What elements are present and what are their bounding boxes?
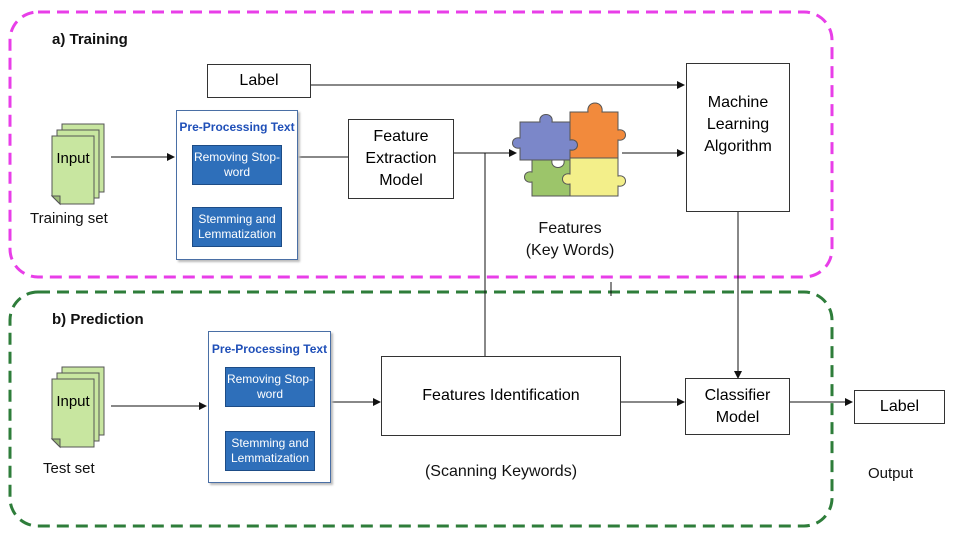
features-caption-line1: Features xyxy=(538,220,602,237)
prediction-preprocess-title: Pre-Processing Text xyxy=(211,342,328,356)
features-caption-line2: (Key Words) xyxy=(525,242,615,259)
output-label-box: Label xyxy=(854,390,945,424)
test-set-caption: Test set xyxy=(43,460,95,477)
scanning-keywords-caption: (Scanning Keywords) xyxy=(424,463,578,480)
training-section-title: a) Training xyxy=(52,31,128,48)
prediction-stemming-step: Stemming and Lemmatization xyxy=(225,431,315,471)
puzzle-features-icon xyxy=(512,102,626,197)
classifier-line1: Classifier xyxy=(704,386,771,404)
classifier-model-box: Classifier Model xyxy=(685,378,790,435)
training-stemming-step: Stemming and Lemmatization xyxy=(192,207,282,247)
ml-algorithm-line2: Learning xyxy=(706,116,770,133)
feature-extraction-line3: Model xyxy=(379,172,423,189)
features-identification-box: Features Identification xyxy=(381,356,621,436)
training-section-frame xyxy=(8,10,834,279)
training-remove-stopword-step: Removing Stop-word xyxy=(192,145,282,185)
prediction-preprocess-panel: Pre-Processing Text Removing Stop-word S… xyxy=(208,331,331,483)
prediction-input-doc-label: Input xyxy=(56,393,90,410)
prediction-remove-stopword-step: Removing Stop-word xyxy=(225,367,315,407)
feature-extraction-line1: Feature xyxy=(373,128,429,145)
ml-algorithm-line3: Algorithm xyxy=(704,138,772,155)
training-input-doc-label: Input xyxy=(56,150,90,167)
training-preprocess-panel: Pre-Processing Text Removing Stop-word S… xyxy=(176,110,298,260)
classifier-line2: Model xyxy=(715,408,760,426)
prediction-input-doc-icon xyxy=(50,366,105,449)
prediction-section-frame xyxy=(8,290,834,528)
ml-algorithm-line1: Machine xyxy=(707,94,769,111)
training-preprocess-title: Pre-Processing Text xyxy=(179,120,295,134)
training-set-caption: Training set xyxy=(30,210,108,227)
feature-extraction-line2: Extraction xyxy=(365,150,437,167)
ml-algorithm-box: Machine Learning Algorithm xyxy=(686,63,790,212)
feature-extraction-box: Feature Extraction Model xyxy=(348,119,454,199)
training-label-box: Label xyxy=(207,64,311,98)
features-caption: Features (Key Words) xyxy=(510,218,630,262)
prediction-section-title: b) Prediction xyxy=(52,311,144,328)
training-input-doc-icon xyxy=(50,123,105,206)
output-caption: Output xyxy=(868,465,914,482)
